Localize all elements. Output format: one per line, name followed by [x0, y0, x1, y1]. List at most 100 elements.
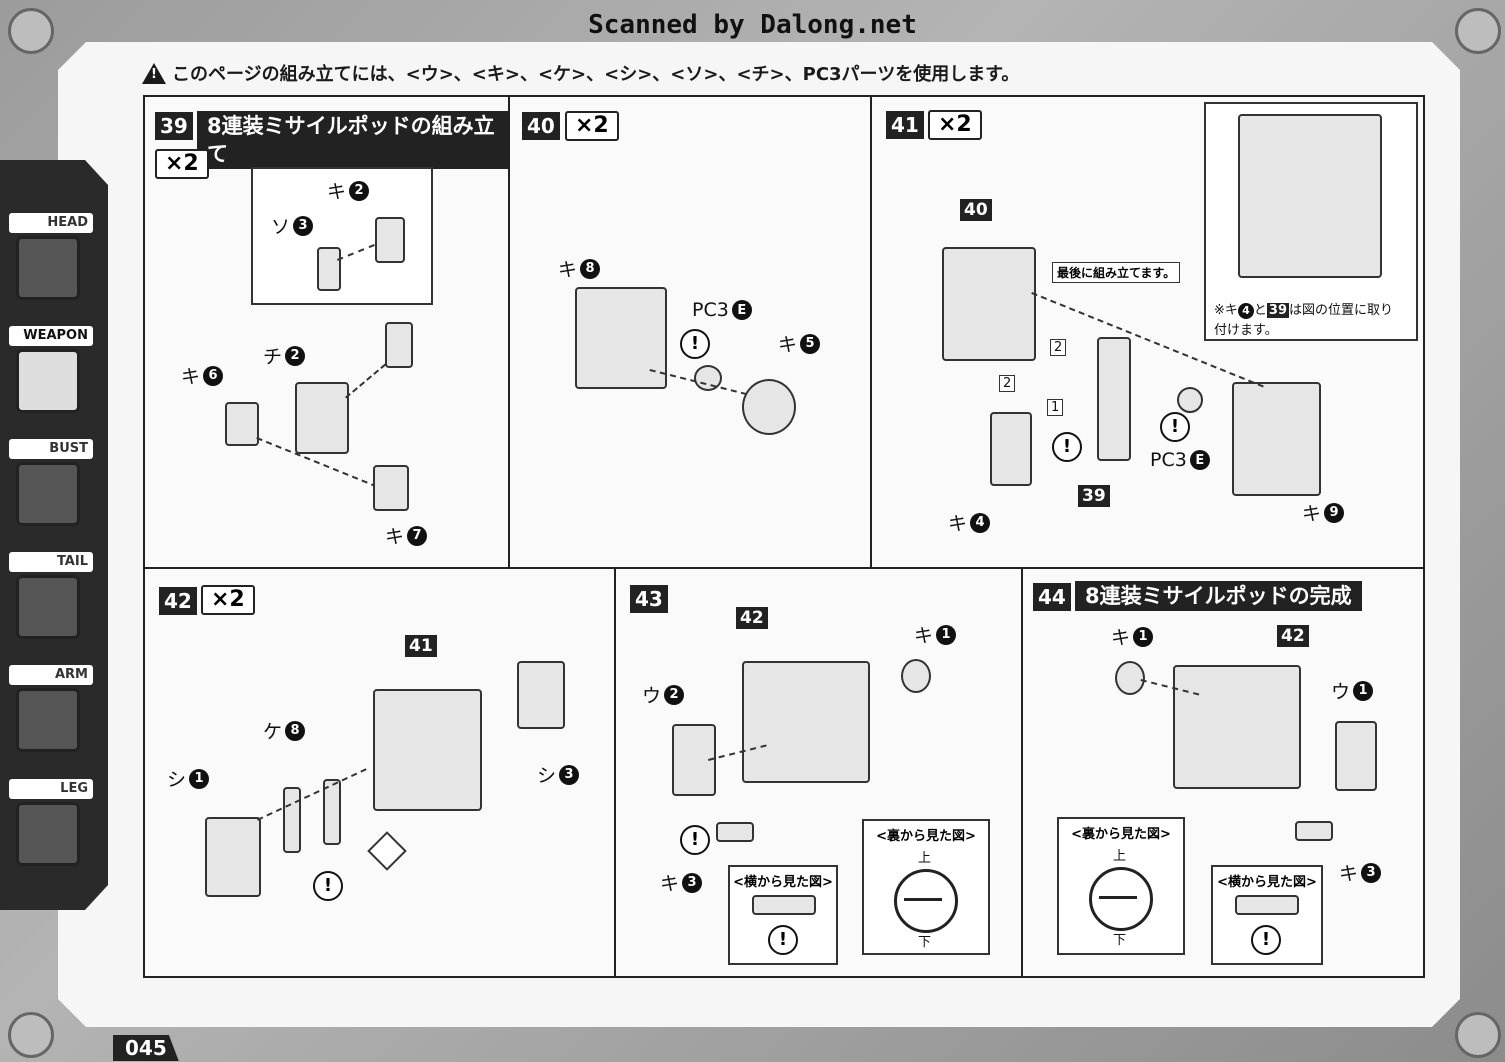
seq-2b: 2: [999, 375, 1016, 392]
caution-icon: !: [1052, 432, 1082, 462]
arm-icon: [16, 688, 80, 752]
caution-icon: !: [313, 871, 343, 901]
part-assembly-42: [1173, 665, 1301, 789]
assemble-last-callout: 最後に組み立てます。: [1052, 262, 1181, 283]
ref-step-41: 41: [405, 635, 437, 657]
part-so3: [317, 247, 341, 291]
part-chi2: [295, 382, 349, 454]
corner-rivet-icon: [1455, 8, 1501, 54]
seq-2a: 2: [1050, 339, 1067, 356]
weapon-icon: [16, 349, 80, 413]
part-assembly-39: [1097, 337, 1131, 461]
part-assembly-41: [373, 689, 482, 811]
step-title: 8連装ミサイルポッドの組み立て: [197, 111, 508, 169]
bottom-label: 下: [918, 935, 932, 950]
ref-step-42: 42: [1277, 625, 1309, 647]
part-ki1: [901, 659, 931, 693]
side-view-part: [752, 895, 816, 915]
side-view-box: <横から見た図> !: [1211, 865, 1323, 965]
part-ki8: [575, 287, 667, 389]
seq-1: 1: [1047, 399, 1064, 416]
step-number: 41: [886, 111, 924, 139]
corner-rivet-icon: [8, 1012, 54, 1058]
part-pc3: [694, 365, 722, 391]
step-number: 39: [155, 112, 193, 140]
tail-icon: [16, 575, 80, 639]
bust-icon: [16, 462, 80, 526]
ref-step-39: 39: [1078, 485, 1110, 507]
inset-part-view: [1238, 114, 1382, 278]
step-number: 42: [159, 587, 197, 615]
parts-warning: このページの組み立てには、<ウ>、<キ>、<ケ>、<シ>、<ソ>、<チ>、PC3…: [142, 60, 1019, 86]
side-view-part: [1235, 895, 1299, 915]
head-icon: [16, 236, 80, 300]
leg-icon: [16, 802, 80, 866]
back-view-circle: [894, 869, 958, 933]
tab-tail[interactable]: TAIL: [0, 549, 105, 649]
multiplier-badge: ×2: [155, 149, 209, 179]
back-view-box: <裏から見た図> 上 下: [1057, 817, 1185, 955]
top-label: 上: [1113, 849, 1127, 864]
part-shi3: [517, 661, 565, 729]
inset-detail: [1204, 102, 1418, 341]
part-assembly-42: [742, 661, 870, 783]
ref-step-40: 40: [960, 199, 992, 221]
tab-head[interactable]: HEAD: [0, 210, 105, 310]
multiplier-badge: ×2: [565, 111, 619, 141]
back-view-slot: [1099, 896, 1137, 899]
side-view-box: <横から見た図> !: [728, 865, 838, 965]
caution-icon: !: [680, 329, 710, 359]
part-u2: [672, 724, 716, 796]
part-ki6: [225, 402, 259, 446]
back-view-circle: [1089, 867, 1153, 931]
part-ki3: [716, 822, 754, 842]
ref-step-42: 42: [736, 607, 768, 629]
warning-text: このページの組み立てには、<ウ>、<キ>、<ケ>、<シ>、<ソ>、<チ>、PC3…: [172, 64, 1020, 85]
back-view-slot: [904, 898, 942, 901]
part-ki2: [375, 217, 405, 263]
caution-icon: !: [1160, 412, 1190, 442]
part-pc3: [1177, 387, 1203, 413]
page-number: 045: [113, 1035, 179, 1061]
part-ke8-a: [283, 787, 301, 853]
tab-bust[interactable]: BUST: [0, 436, 105, 536]
part-ki7: [373, 465, 409, 511]
step-number: 44: [1033, 583, 1071, 611]
tab-weapon[interactable]: WEAPON: [0, 323, 105, 423]
part-u1: [1335, 721, 1377, 791]
tab-arm[interactable]: ARM: [0, 662, 105, 762]
assembly-line: [257, 768, 367, 821]
bottom-label: 下: [1113, 933, 1127, 948]
caution-icon: !: [680, 825, 710, 855]
step-title: 8連装ミサイルポッドの完成: [1075, 581, 1362, 611]
back-view-box: <裏から見た図> 上 下: [862, 819, 990, 955]
tab-leg[interactable]: LEG: [0, 776, 105, 876]
multiplier-badge: ×2: [201, 585, 255, 615]
gate-mark-icon: [367, 831, 407, 871]
scanned-by-watermark: Scanned by Dalong.net: [588, 10, 917, 40]
part-ki1: [1115, 661, 1145, 695]
step-number: 43: [630, 585, 668, 613]
part-ki9: [1232, 382, 1321, 496]
